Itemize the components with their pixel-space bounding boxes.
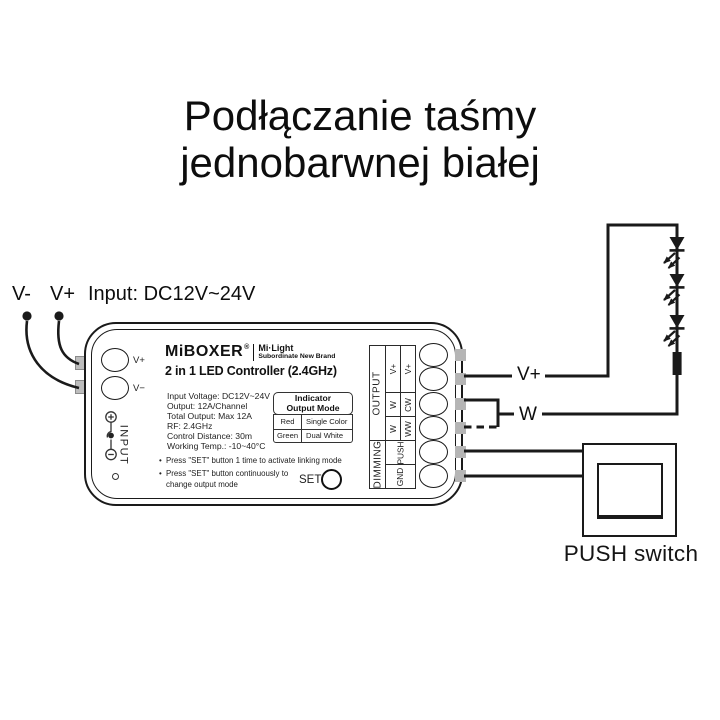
mode-cell: Single Color [301, 415, 352, 429]
input-v-plus-label: V+ [50, 283, 76, 305]
led-loop-wire [542, 223, 679, 416]
led-icon [663, 274, 685, 306]
vminus-terminal-circle [101, 376, 129, 400]
brand-tagline-bottom: Subordinate New Brand [258, 353, 336, 360]
brand-block: MiBOXER ® Mi·Light Subordinate New Brand [165, 344, 335, 361]
set-button-label: SET [299, 474, 322, 486]
indicator-cell: Green [274, 428, 301, 443]
screw-terminal-2 [419, 367, 448, 391]
note-list: Press "SET" button 1 time to activate li… [159, 455, 342, 491]
terminal-cell-gnd: GND [385, 464, 415, 488]
spec-line: Working Temp.: -10~40°C [167, 441, 266, 451]
controller-face [91, 329, 456, 499]
indicator-mode-table: Indicator Output Mode Red Single Color G… [273, 392, 353, 443]
terminal-cell-push: PUSH [385, 440, 415, 464]
screw-terminal-3 [419, 392, 448, 416]
screw-terminal-5 [419, 440, 448, 464]
v-minus-wire-end-dot [22, 311, 32, 321]
terminal-cell-vplus-inner: V+ [385, 346, 400, 392]
resistor-icon [672, 352, 682, 375]
logo-divider [253, 344, 255, 361]
note-line: Press "SET" button 1 time to activate li… [159, 455, 342, 467]
dc-polarity-icon [105, 411, 117, 461]
indicator-cell: Red [280, 417, 295, 427]
page-title: Podłączanie taśmy jednobarwnej białej [0, 92, 720, 186]
output-tab-2 [455, 373, 466, 385]
terminal-label-table: OUTPUT DIMMING V+ V+ W CW W WW PUSH GND [369, 345, 416, 489]
spec-list: Input Voltage: DC12V~24V Output: 12A/Cha… [167, 391, 270, 451]
vplus-terminal-circle [101, 348, 129, 372]
model-name: 2 in 1 LED Controller (2.4GHz) [165, 364, 337, 378]
terminal-cell-w1: W [385, 392, 400, 416]
indicator-table-header: Indicator Output Mode [273, 392, 353, 415]
input-wires [25, 320, 80, 390]
spec-line: Control Distance: 30m [167, 431, 253, 441]
vplus-wire-label: V+ [515, 364, 543, 386]
output-tab-5 [455, 446, 466, 458]
spec-line: RF: 2.4GHz [167, 421, 213, 431]
vminus-terminal-label: V− [133, 383, 145, 394]
led-controller: V+ V− INPUT MiBOXER ® Mi·Light [84, 322, 466, 506]
push-switch [582, 443, 677, 537]
dimming-group-label: DIMMING [370, 440, 385, 488]
cw-wire [464, 398, 500, 427]
indicator-hole [112, 473, 119, 480]
output-tab-1 [455, 349, 466, 361]
input-spec-label: Input: DC12V~24V [88, 283, 256, 305]
page-title-line1: Podłączanie taśmy [183, 92, 537, 139]
push-switch-button [597, 463, 663, 519]
spec-line: Output: 12A/Channel [167, 401, 248, 411]
screw-terminal-6 [419, 464, 448, 488]
vplus-terminal-label: V+ [133, 355, 145, 366]
terminal-cell-cw: CW [400, 392, 415, 416]
input-v-minus-label: V- [12, 283, 31, 305]
output-tab-3 [455, 398, 466, 410]
v-minus-input-wire [25, 320, 80, 390]
page-title-line2: jednobarwnej białej [180, 139, 540, 186]
terminal-cell-vplus-outer: V+ [400, 346, 415, 392]
registered-mark: ® [244, 344, 250, 351]
input-section-label: INPUT [117, 424, 129, 466]
spec-line: Total Output: Max 12A [167, 411, 253, 421]
brand-logo: MiBOXER [165, 343, 244, 360]
note-line: Press "SET" button continuously to chang… [159, 468, 309, 491]
output-tab-6 [455, 470, 466, 482]
brand-tagline-top: Mi·Light [258, 343, 294, 353]
led-icon [663, 315, 685, 347]
mode-cell: Dual White [301, 428, 352, 442]
push-switch-label: PUSH switch [563, 541, 699, 566]
set-button [321, 469, 342, 490]
screw-terminal-1 [419, 343, 448, 367]
led-icon [663, 237, 685, 269]
screw-terminal-4 [419, 416, 448, 440]
w-wire-label: W [517, 404, 539, 426]
v-plus-wire-end-dot [54, 311, 64, 321]
spec-line: Input Voltage: DC12V~24V [167, 391, 270, 401]
output-group-label: OUTPUT [372, 370, 384, 416]
output-tab-4 [455, 422, 466, 434]
terminal-cell-w2: W [385, 416, 400, 440]
terminal-cell-ww: WW [400, 416, 415, 440]
